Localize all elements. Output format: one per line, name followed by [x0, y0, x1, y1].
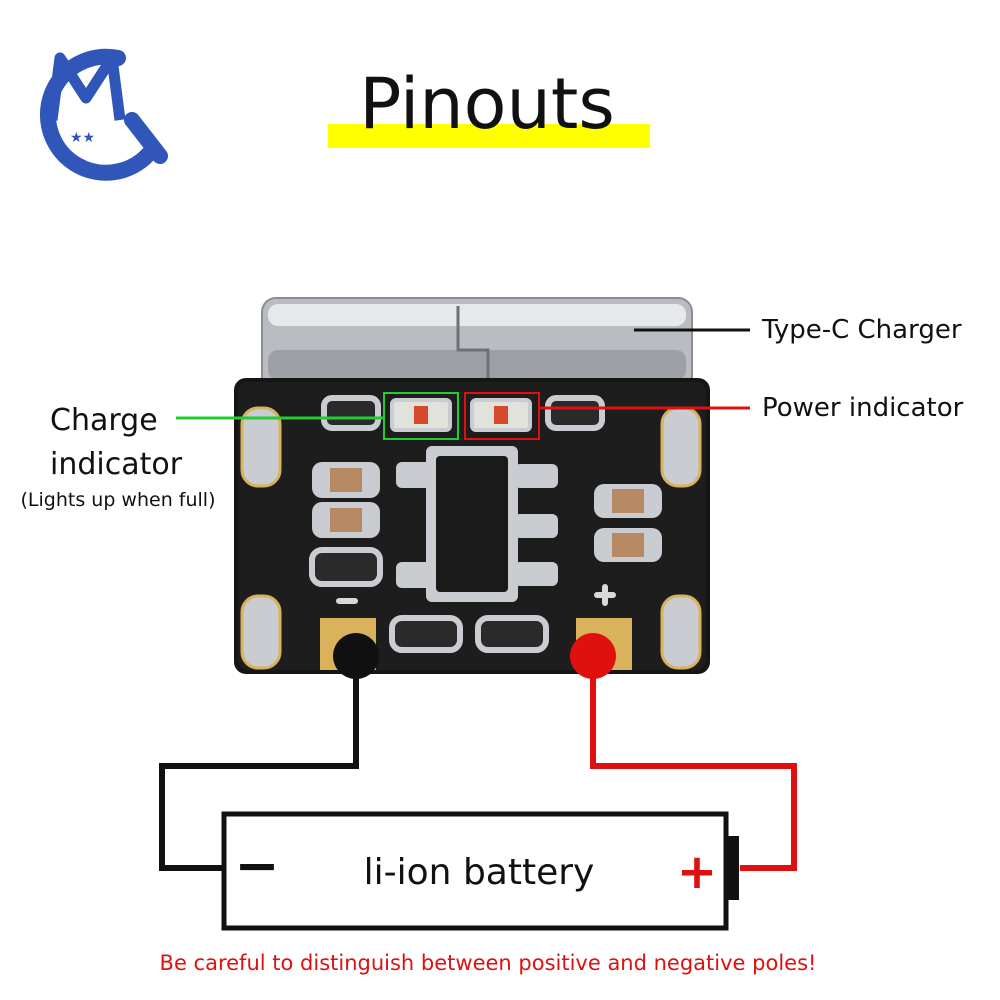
- positive-wire: [590, 656, 797, 871]
- battery-negative-symbol: −: [234, 834, 279, 897]
- pcb-board: [234, 378, 710, 674]
- charge-led-highlight: [383, 392, 459, 440]
- minus-silkscreen: [336, 598, 358, 604]
- charge-indicator-label-line1: Charge: [50, 403, 158, 438]
- power-indicator-label: Power indicator: [762, 393, 964, 423]
- battery-cap: [727, 836, 739, 900]
- battery-label: li-ion battery: [364, 852, 595, 893]
- ic-pin: [514, 514, 558, 538]
- mount-pad: [240, 406, 282, 488]
- ic-pin: [514, 464, 558, 488]
- capacitor: [594, 528, 662, 562]
- type-c-charger-label: Type-C Charger: [761, 315, 962, 345]
- svg-text:★★: ★★: [70, 130, 95, 146]
- capacitor: [312, 462, 380, 498]
- capacitor: [594, 484, 662, 518]
- positive-terminal: [570, 633, 616, 679]
- mount-pad: [660, 406, 702, 488]
- type-c-connector: [261, 297, 693, 395]
- mq-logo-icon: ★★: [39, 48, 168, 181]
- ic-chip: [436, 456, 508, 592]
- li-ion-battery: [221, 811, 739, 931]
- battery-positive-symbol: +: [677, 844, 717, 900]
- title-highlight: [328, 124, 650, 148]
- mount-pad: [240, 594, 282, 670]
- page-title: Pinouts: [359, 63, 615, 145]
- mount-pad: [660, 594, 702, 670]
- negative-wire: [159, 656, 359, 871]
- resistor: [475, 615, 549, 653]
- resistor: [309, 547, 383, 587]
- power-led-highlight: [464, 392, 540, 440]
- ic-pin: [514, 562, 558, 586]
- resistor: [321, 395, 381, 431]
- resistor: [545, 395, 605, 431]
- negative-terminal: [333, 633, 379, 679]
- charge-indicator-label-line2: indicator: [50, 447, 183, 482]
- resistor: [389, 615, 463, 653]
- charge-indicator-note: (Lights up when full): [21, 489, 216, 511]
- polarity-warning: Be careful to distinguish between positi…: [160, 951, 817, 975]
- capacitor: [312, 502, 380, 538]
